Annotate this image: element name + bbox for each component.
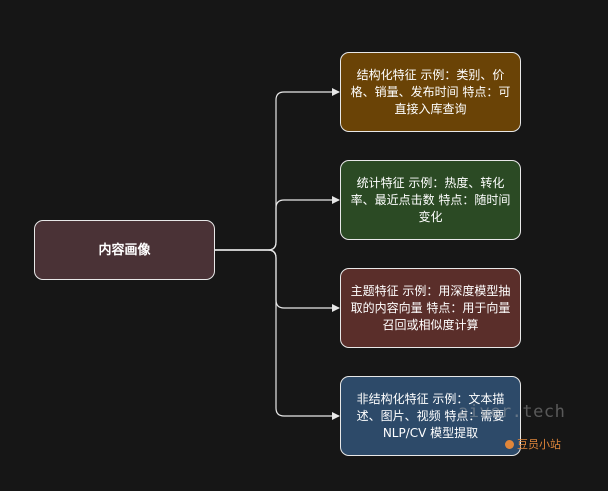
node-topic-label: 主题特征 示例：用深度模型抽取的内容向量 特点：用于向量召回或相似度计算	[350, 283, 511, 332]
watermark-badge: 豆员小站	[505, 436, 561, 452]
connector-to-statistical	[215, 196, 340, 251]
root-label: 内容画像	[98, 242, 151, 258]
node-structured-label: 结构化特征 示例：类别、价格、销量、发布时间 特点：可直接入库查询	[350, 67, 511, 116]
node-statistical-features: 统计特征 示例：热度、转化率、最近点击数 特点：随时间变化	[340, 160, 521, 240]
watermark-badge-label: 豆员小站	[517, 438, 561, 451]
watermark-text: aiver.tech	[458, 402, 566, 422]
node-topic-features: 主题特征 示例：用深度模型抽取的内容向量 特点：用于向量召回或相似度计算	[340, 268, 521, 348]
connector-to-structured	[215, 88, 340, 251]
connector-to-unstructured	[215, 249, 340, 420]
node-statistical-label: 统计特征 示例：热度、转化率、最近点击数 特点：随时间变化	[350, 175, 511, 224]
root-node: 内容画像	[34, 220, 215, 280]
badge-dot-icon	[505, 439, 514, 449]
node-unstructured-features: 非结构化特征 示例：文本描述、图片、视频 特点：需要 NLP/CV 模型提取	[340, 376, 521, 456]
connector-to-topic	[215, 249, 340, 312]
node-structured-features: 结构化特征 示例：类别、价格、销量、发布时间 特点：可直接入库查询	[340, 52, 521, 132]
node-unstructured-label: 非结构化特征 示例：文本描述、图片、视频 特点：需要 NLP/CV 模型提取	[356, 391, 505, 440]
